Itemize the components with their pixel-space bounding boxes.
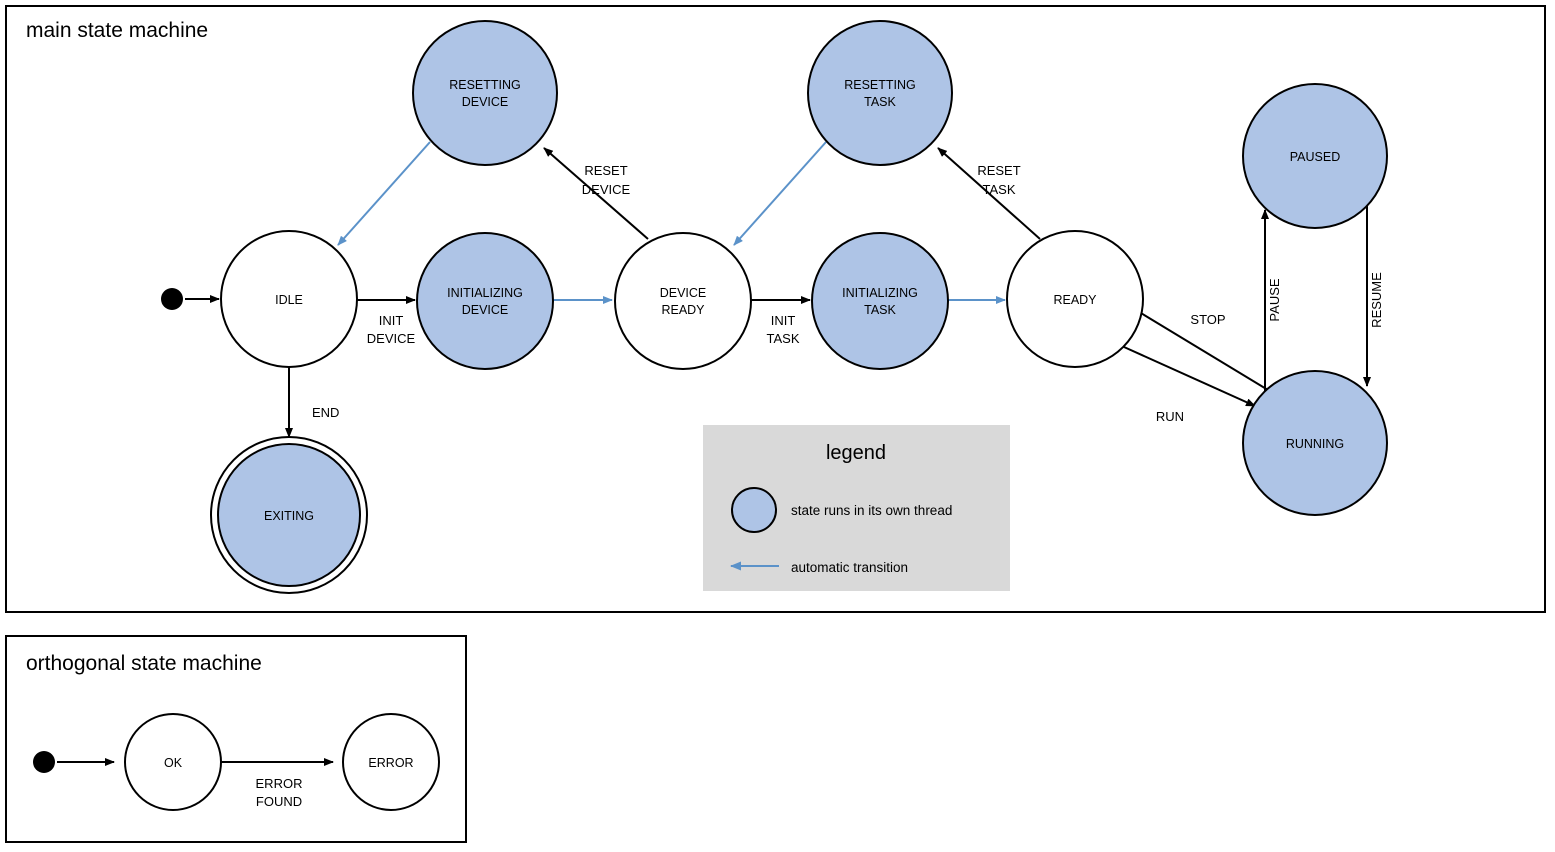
transition-label-reset-task-line2: TASK <box>983 182 1016 197</box>
state-ok[interactable]: OK <box>124 713 222 811</box>
state-resetting-task-label-line1: RESETTING <box>844 78 916 92</box>
state-resetting-device[interactable]: RESETTING DEVICE <box>412 20 558 166</box>
state-initializing-device-circle[interactable] <box>416 232 554 370</box>
state-device-ready-label-line2: READY <box>661 303 705 317</box>
state-exiting[interactable]: EXITING <box>210 436 368 594</box>
state-device-ready[interactable]: DEVICE READY <box>614 232 752 370</box>
legend-thread-state-swatch <box>731 487 777 533</box>
state-resetting-device-circle[interactable] <box>412 20 558 166</box>
transition-ready-resetting-task <box>937 147 1041 240</box>
state-resetting-task[interactable]: RESETTING TASK <box>807 20 953 166</box>
transition-label-pause: PAUSE <box>1267 278 1282 321</box>
state-resetting-task-circle[interactable] <box>807 20 953 166</box>
state-error-label: ERROR <box>368 756 413 770</box>
transition-label-error-found-line2: FOUND <box>256 794 302 809</box>
state-ready[interactable]: READY <box>1006 230 1144 368</box>
transition-label-resume: RESUME <box>1369 272 1384 328</box>
state-idle-label: IDLE <box>275 293 303 307</box>
state-resetting-task-label-line2: TASK <box>864 95 896 109</box>
state-paused-circle[interactable] <box>1242 83 1388 229</box>
orthogonal-initial-state-dot <box>33 751 55 773</box>
legend: legend state runs in its own thread auto… <box>703 425 1010 591</box>
state-exiting-label: EXITING <box>264 509 314 523</box>
legend-title: legend <box>826 442 886 464</box>
state-running-circle[interactable] <box>1242 370 1388 516</box>
transition-label-end: END <box>312 405 339 420</box>
state-device-ready-label-line1: DEVICE <box>660 286 707 300</box>
state-error-circle[interactable] <box>342 713 440 811</box>
transition-resetting-task-deviceready <box>733 141 827 246</box>
state-resetting-device-label-line1: RESETTING <box>449 78 521 92</box>
orthogonal-state-machine-frame: orthogonal state machine ERROR FOUND OK … <box>5 635 467 843</box>
state-running-label: RUNNING <box>1286 437 1344 451</box>
state-resetting-device-label-line2: DEVICE <box>462 95 509 109</box>
state-initializing-task[interactable]: INITIALIZING TASK <box>811 232 949 370</box>
state-running[interactable]: RUNNING <box>1242 370 1388 516</box>
transition-label-stop: STOP <box>1190 312 1225 327</box>
state-initializing-task-circle[interactable] <box>811 232 949 370</box>
state-exiting-circle[interactable] <box>217 443 361 587</box>
initial-state-dot <box>161 288 183 310</box>
state-error[interactable]: ERROR <box>342 713 440 811</box>
transition-label-init-device-line2: DEVICE <box>367 331 416 346</box>
transition-deviceready-resetting-device <box>543 147 649 240</box>
state-ready-circle[interactable] <box>1006 230 1144 368</box>
transition-label-reset-device-line1: RESET <box>584 163 627 178</box>
legend-thread-state-text: state runs in its own thread <box>791 503 952 518</box>
state-idle-circle[interactable] <box>220 230 358 368</box>
transitions-layer: INIT DEVICE RESET DEVICE INIT TASK RESET… <box>185 141 1384 438</box>
transition-ready-run-running <box>1123 346 1256 407</box>
transition-label-reset-device-line2: DEVICE <box>582 182 631 197</box>
legend-automatic-transition-text: automatic transition <box>791 560 908 575</box>
state-ok-circle[interactable] <box>124 713 222 811</box>
state-initializing-device-label-line1: INITIALIZING <box>447 286 523 300</box>
state-ok-label: OK <box>164 756 183 770</box>
state-initializing-task-label-line2: TASK <box>864 303 896 317</box>
state-idle[interactable]: IDLE <box>220 230 358 368</box>
transition-resetting-device-idle <box>337 141 431 246</box>
state-paused[interactable]: PAUSED <box>1242 83 1388 229</box>
orthogonal-frame-title: orthogonal state machine <box>26 652 262 675</box>
states-layer: IDLE INITIALIZING DEVICE RESETTING DEVIC… <box>161 20 1388 594</box>
state-initializing-device[interactable]: INITIALIZING DEVICE <box>416 232 554 370</box>
state-device-ready-circle[interactable] <box>614 232 752 370</box>
state-initializing-device-label-line2: DEVICE <box>462 303 509 317</box>
transition-label-reset-task-line1: RESET <box>977 163 1020 178</box>
main-frame-title: main state machine <box>26 19 208 42</box>
state-ready-label: READY <box>1053 293 1097 307</box>
transition-label-init-device-line1: INIT <box>379 313 404 328</box>
transition-label-init-task-line2: TASK <box>767 331 800 346</box>
transition-running-stop-ready <box>1130 306 1269 391</box>
transition-label-error-found-line1: ERROR <box>256 776 303 791</box>
transition-label-init-task-line1: INIT <box>771 313 796 328</box>
state-initializing-task-label-line1: INITIALIZING <box>842 286 918 300</box>
state-paused-label: PAUSED <box>1290 150 1340 164</box>
transition-label-run: RUN <box>1156 409 1184 424</box>
